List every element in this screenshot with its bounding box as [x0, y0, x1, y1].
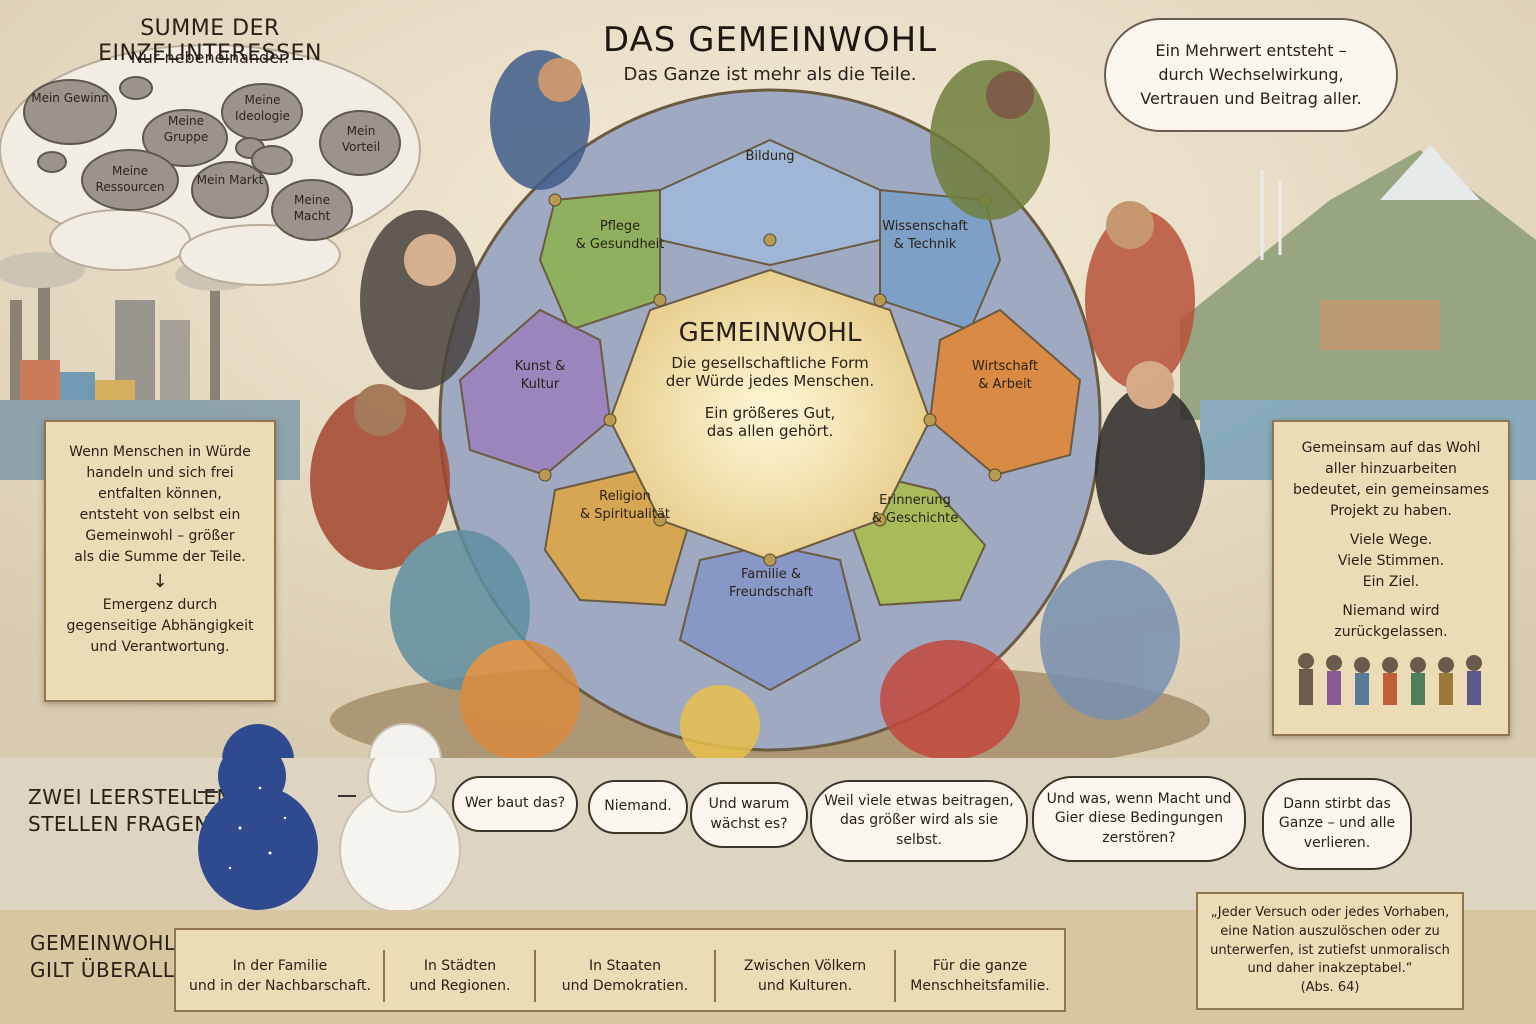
- dome-center-line: Die gesellschaftliche Form: [671, 354, 869, 372]
- segment-pflege: [538, 188, 661, 332]
- down-arrow-icon: ↓: [152, 571, 168, 592]
- segment-label-wissenschaft: Wissenschaft& Technik: [882, 219, 968, 252]
- speech-bubble: Und warum wächst es?: [690, 782, 808, 848]
- segment-label-pflege: Pflege& Gesundheit: [575, 219, 665, 252]
- level-divider: [714, 950, 716, 1002]
- right-info-panel: Gemeinsam auf das Wohl aller hinzuarbeit…: [1272, 420, 1510, 736]
- rock-label: Meine Ideologie: [235, 93, 290, 124]
- level-divider: [534, 950, 536, 1002]
- rock-label: Meine Gruppe: [163, 114, 209, 145]
- cloud-line: durch Wechselwirkung,: [1158, 65, 1344, 84]
- rock-shape: [23, 79, 117, 145]
- dome-center-line: der Würde jedes Menschen.: [665, 372, 875, 390]
- quote-panel: „Jeder Versuch oder jedes Vorhaben, eine…: [1196, 892, 1464, 1010]
- dome-center-title: Gemeinwohl: [678, 318, 862, 348]
- top-left-title: Summe der Einzelinteressen: [98, 16, 322, 66]
- speech-bubble: Weil viele etwas beitragen, das größer w…: [810, 780, 1028, 862]
- level-divider: [894, 950, 896, 1002]
- segment-label-kunst: Kunst &Kultur: [514, 359, 566, 392]
- panel-line: entfalten können,: [98, 486, 222, 502]
- panel-line: bedeutet, ein gemeinsames: [1292, 482, 1490, 498]
- panel-line: Projekt zu haben.: [1330, 503, 1452, 519]
- panel-line: zurückgelassen.: [1334, 624, 1448, 640]
- panel-line: Emergenz durch: [102, 597, 218, 613]
- speech-bubble: Niemand.: [588, 780, 688, 834]
- quote-line: und daher inakzeptabel.“: [1247, 961, 1413, 977]
- dome-center-line: Ein größeres Gut,: [704, 404, 836, 422]
- level-divider: [383, 950, 385, 1002]
- segment-label-religion: Religion& Spiritualität: [579, 489, 671, 522]
- panel-line: gegenseitige Abhängigkeit: [66, 618, 254, 634]
- bottom-label: Gemeinwohl gilt überall: [30, 931, 176, 982]
- panel-line: aller hinzuarbeiten: [1325, 461, 1457, 477]
- quote-reference: (Abs. 64): [1300, 980, 1360, 996]
- panel-line: Gemeinsam auf das Wohl: [1301, 440, 1481, 456]
- speech-bubble: Dann stirbt das Ganze – und alle verlier…: [1262, 778, 1412, 870]
- cloud-line: Ein Mehrwert entsteht –: [1155, 41, 1347, 60]
- segment-label-wirtschaft: Wirtschaft& Arbeit: [971, 359, 1039, 392]
- rock-label: Meine Macht: [293, 193, 331, 224]
- rock-label: Mein Gewinn: [31, 91, 109, 105]
- two-figures-overlay: [198, 758, 461, 910]
- panel-line: Viele Stimmen.: [1337, 553, 1445, 569]
- panel-line: entsteht von selbst ein: [79, 507, 241, 523]
- people-illustration: [310, 50, 1205, 765]
- panel-line: Niemand wird: [1342, 603, 1440, 619]
- cloud-line: Vertrauen und Beitrag aller.: [1140, 89, 1362, 108]
- top-left-subtitle: Nur nebeneinander.: [130, 48, 290, 67]
- dialogue-label: Zwei Leerstellen stellen Fragen...: [28, 785, 233, 836]
- panel-line: als die Summe der Teile.: [74, 549, 246, 565]
- segment-label-erinnerung: Erinnerung& Geschichte: [871, 493, 959, 526]
- quote-line: eine Nation auszulöschen oder zu: [1220, 923, 1440, 939]
- quote-line: „Jeder Versuch oder jedes Vorhaben,: [1210, 904, 1450, 920]
- panel-line: und Verantwortung.: [90, 639, 230, 655]
- panel-line: handeln und sich frei: [86, 465, 234, 481]
- rock-label: Mein Markt: [196, 173, 264, 187]
- page-title: Das Gemeinwohl: [602, 20, 938, 60]
- speech-bubble: Wer baut das?: [452, 776, 578, 832]
- top-right-cloud: Ein Mehrwert entsteht – durch Wechselwir…: [1104, 18, 1398, 132]
- group-of-people-illustration: [1298, 653, 1482, 705]
- segment-label-familie: Familie &Freundschaft: [729, 567, 813, 600]
- panel-line: Wenn Menschen in Würde: [69, 444, 251, 460]
- quote-line: unterwerfen, ist zutiefst unmoralisch: [1210, 942, 1450, 958]
- speech-bubble: Und was, wenn Macht und Gier diese Bedin…: [1032, 776, 1246, 862]
- dome-center-line: das allen gehört.: [706, 422, 834, 440]
- rock-label: Mein Vorteil: [341, 124, 381, 155]
- page-subtitle: Das Ganze ist mehr als die Teile.: [623, 64, 917, 85]
- panel-line: Ein Ziel.: [1362, 574, 1420, 590]
- left-info-panel: Wenn Menschen in Würde handeln und sich …: [44, 420, 276, 702]
- dome-center: Gemeinwohl Die gesellschaftliche Form de…: [640, 318, 900, 440]
- panel-line: Gemeinwohl – größer: [85, 528, 235, 544]
- segment-label-bildung: Bildung: [745, 149, 795, 164]
- panel-line: Viele Wege.: [1349, 532, 1433, 548]
- rock-label: Meine Ressourcen: [95, 164, 165, 195]
- levels-band: [174, 928, 1066, 1012]
